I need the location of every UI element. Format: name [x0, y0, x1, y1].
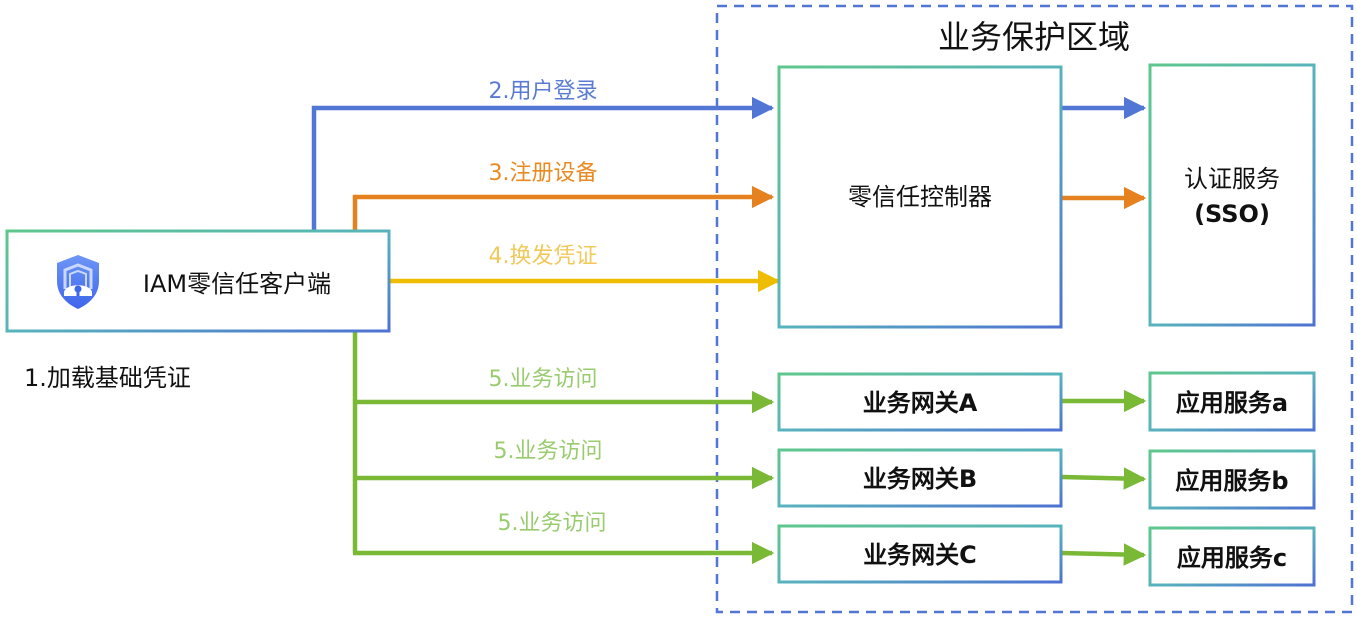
edge-login: [311, 96, 775, 232]
edge-label-register: 3.注册设备: [489, 161, 598, 186]
edge-gateway-c-app-c: [1061, 543, 1147, 566]
edge-label-login: 2.用户登录: [489, 79, 598, 104]
client-label: IAM零信任客户端: [143, 270, 331, 298]
sso-node[interactable]: 认证服务 (SSO): [1148, 63, 1316, 327]
sso-label-line1: 认证服务: [1184, 165, 1280, 193]
gateway-c-node[interactable]: 业务网关C: [777, 524, 1063, 584]
app-b-label: 应用服务b: [1175, 467, 1288, 495]
edge-label-access-a: 5.业务访问: [489, 367, 598, 392]
client-node[interactable]: IAM零信任客户端: [5, 229, 391, 333]
edge-label-access-c: 5.业务访问: [498, 511, 607, 536]
sso-label-line2: (SSO): [1194, 200, 1270, 228]
client-note: 1.加载基础凭证: [24, 364, 191, 392]
gateway-a-label: 业务网关A: [863, 389, 978, 417]
app-a-node[interactable]: 应用服务a: [1148, 371, 1316, 432]
app-c-label: 应用服务c: [1177, 544, 1287, 572]
gateway-b-label: 业务网关B: [863, 465, 977, 493]
business-protection-zone: [715, 4, 1354, 614]
edge-register: [352, 185, 775, 232]
controller-node[interactable]: 零信任控制器: [777, 65, 1063, 329]
edge-label-access-b: 5.业务访问: [494, 439, 603, 464]
app-b-node[interactable]: 应用服务b: [1148, 449, 1316, 510]
controller-label: 零信任控制器: [848, 183, 992, 211]
edge-gateway-b-app-b: [1061, 467, 1147, 490]
app-a-label: 应用服务a: [1176, 389, 1288, 417]
edge-label-credential: 4.换发凭证: [489, 244, 598, 269]
gateway-c-label: 业务网关C: [863, 541, 977, 569]
app-c-node[interactable]: 应用服务c: [1148, 526, 1316, 587]
gateway-a-node[interactable]: 业务网关A: [777, 372, 1063, 432]
gateway-b-node[interactable]: 业务网关B: [777, 448, 1063, 508]
zone-title: 业务保护区域: [938, 18, 1130, 56]
shield-lock-icon: [57, 255, 99, 309]
